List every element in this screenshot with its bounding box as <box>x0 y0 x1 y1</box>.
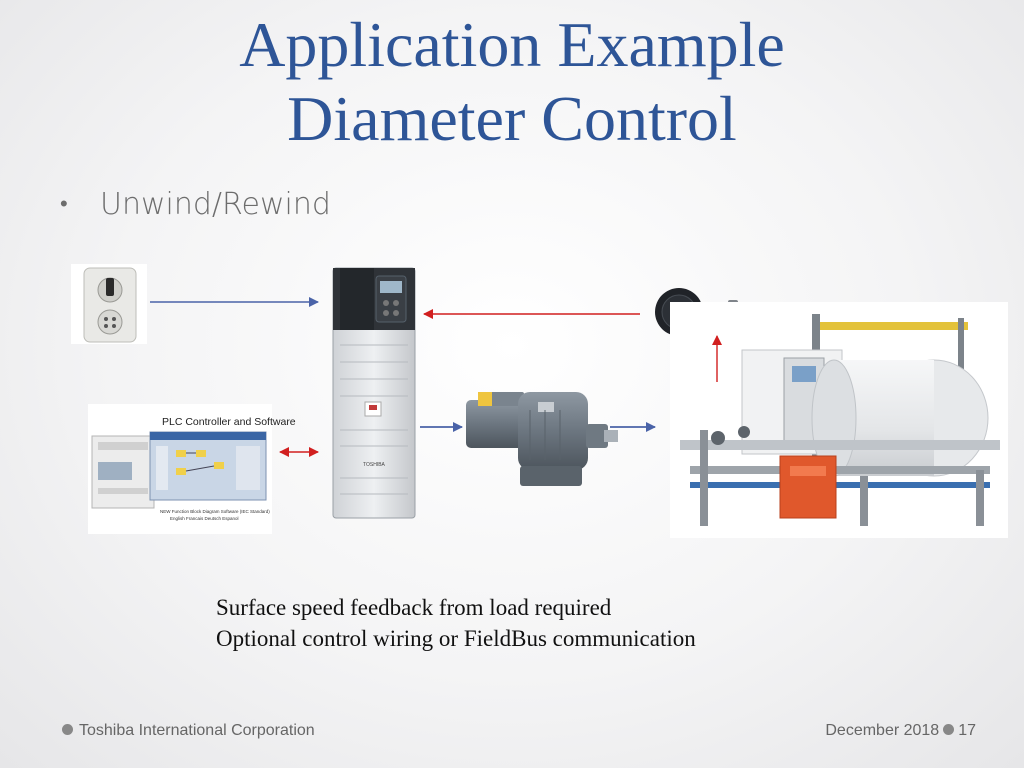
drive-brand-label: TOSHIBA <box>363 462 386 468</box>
title-line-1: Application Example <box>239 9 785 80</box>
bullet-dot-icon: • <box>60 192 68 217</box>
footer-dot-icon <box>943 724 955 736</box>
page-number: 17 <box>958 722 976 739</box>
plc-controller-icon: PLC Controller and Software NEW Function… <box>88 404 296 534</box>
caption-line-2: Optional control wiring or FieldBus comm… <box>216 626 696 651</box>
plc-footer-line-2: English Francais Deutsch Espanol <box>170 516 239 521</box>
slide-title: Application Example Diameter Control <box>0 8 1024 156</box>
diagram-caption: Surface speed feedback from load require… <box>216 592 696 654</box>
bullet-text: Unwind/Rewind <box>100 187 331 222</box>
footer-date: December 2018 <box>825 722 940 739</box>
footer-company-text: Toshiba International Corporation <box>79 722 315 739</box>
title-line-2: Diameter Control <box>287 83 737 154</box>
footer-dot-icon <box>62 724 73 736</box>
gear-motor-icon <box>466 392 618 486</box>
rewinder-machine-icon <box>670 302 1008 538</box>
variable-frequency-drive-icon: TOSHIBA <box>332 267 416 519</box>
footer-date-page: December 2018 17 <box>825 722 976 740</box>
footer-company: Toshiba International Corporation <box>62 722 315 740</box>
caption-line-1: Surface speed feedback from load require… <box>216 595 612 620</box>
plc-label: PLC Controller and Software <box>162 416 296 428</box>
plc-footer-line-1: NEW Function Block Diagram Software (IEC… <box>160 509 270 514</box>
disconnect-switch-icon <box>71 264 147 344</box>
